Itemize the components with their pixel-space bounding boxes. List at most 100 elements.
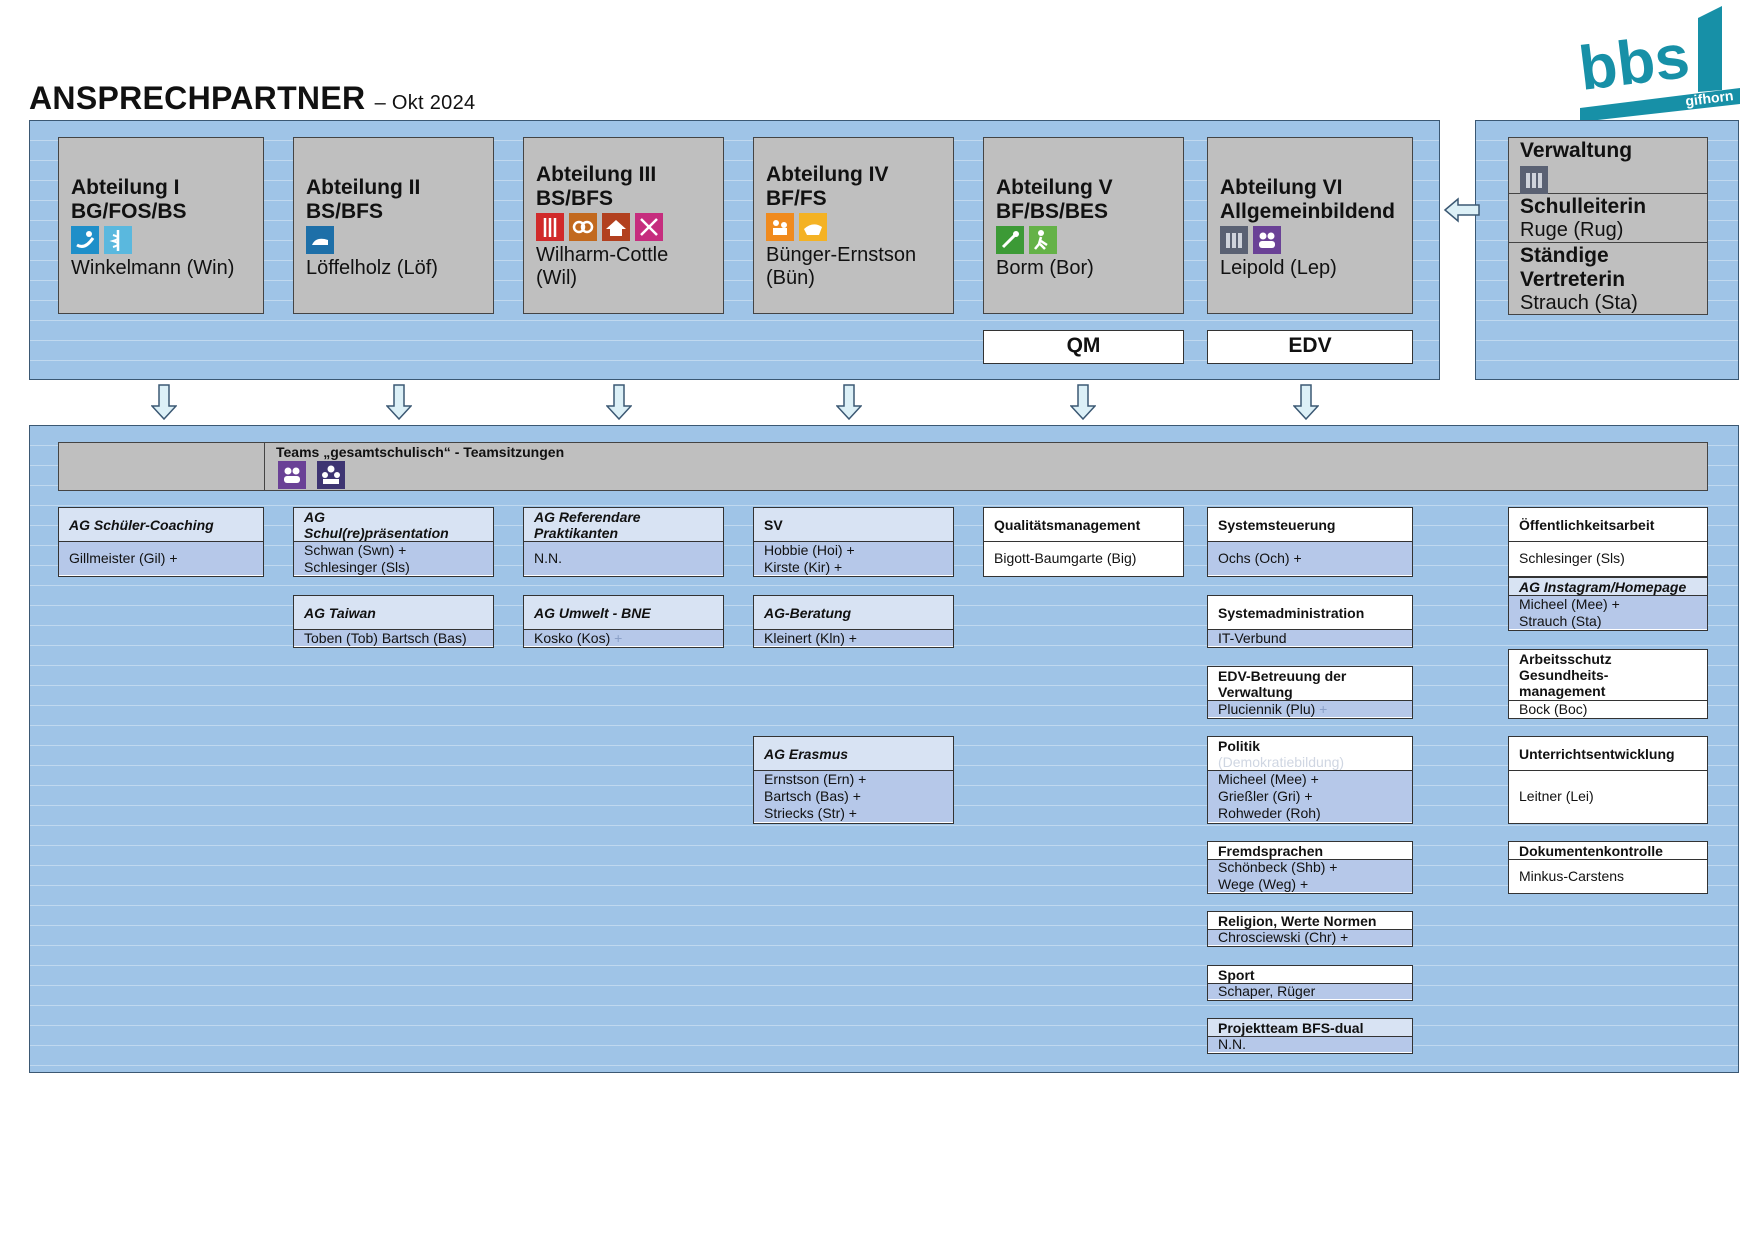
qm-box: QM (983, 330, 1184, 364)
card-line: Bock (Boc) (1519, 700, 1588, 717)
card-sport: Sport Schaper, Rüger (1207, 965, 1413, 1001)
departments-panel (29, 120, 1440, 380)
card-title: AG-Beratung (754, 596, 953, 630)
department-3: Abteilung III BS/BFS Wilharm-Cottle (Wil… (523, 137, 724, 314)
card-body: Gillmeister (Gil) + (59, 542, 263, 575)
dept-person: Leipold (Lep) (1220, 257, 1337, 279)
card-line: Gillmeister (Gil) + (69, 550, 178, 566)
card-umwelt: AG Umwelt - BNE Kosko (Kos) + (523, 595, 724, 648)
farm-icon (602, 213, 630, 241)
page-subtitle: – Okt 2024 (374, 92, 476, 114)
department-5: Abteilung V BF/BS/BES Borm (Bor) (983, 137, 1184, 314)
dept-person: Borm (Bor) (996, 257, 1094, 279)
principal-title: Schulleiterin (1520, 195, 1647, 218)
admin-principal: Schulleiterin Ruge (Rug) (1509, 194, 1707, 243)
card-line: Wege (Weg) + (1218, 876, 1309, 892)
admin-verwaltung: Verwaltung (1509, 138, 1707, 194)
arrow-down-icon (1293, 384, 1319, 420)
deputy-title: Ständige (1520, 244, 1609, 267)
card-edv-verwaltung: EDV-Betreuung der Verwaltung Pluciennik … (1207, 666, 1413, 719)
card-title: Arbeitsschutz Gesundheits- management (1509, 650, 1707, 701)
card-body: Toben (Tob) Bartsch (Bas) (294, 630, 493, 646)
logo-city: gifhorn (1684, 87, 1734, 109)
dept-person: Winkelmann (Win) (71, 257, 235, 279)
card-line: Rohweder (Roh) (1218, 805, 1321, 821)
card-title: AG Taiwan (294, 596, 493, 630)
care-icon (71, 226, 99, 254)
card-title-line-1: Arbeitsschutz (1519, 651, 1612, 667)
dept-subtitle: Allgemeinbildend (1220, 200, 1396, 223)
kids-icon (766, 213, 794, 241)
card-line: Ochs (Och) + (1218, 550, 1302, 566)
card-line: Chrosciewski (Chr) + (1218, 929, 1349, 945)
card-line: Micheel (Mee) + (1519, 595, 1620, 612)
card-title-line-3: management (1519, 683, 1606, 699)
dept-person: Wilharm-Cottle (536, 244, 669, 266)
deputy-person: Strauch (Sta) (1520, 292, 1638, 314)
card-line: Toben (Tob) Bartsch (Bas) (304, 629, 467, 646)
card-line: Bigott-Baumgarte (Big) (994, 550, 1137, 566)
dept-person-code: (Wil) (536, 267, 578, 289)
dept-title: Abteilung IV (766, 163, 889, 186)
card-title: AG Referendare Praktikanten (524, 508, 723, 542)
dept-subtitle: BS/BFS (306, 200, 384, 223)
card-title: Projektteam BFS-dual (1208, 1019, 1412, 1037)
card-systemsteuerung: Systemsteuerung Ochs (Och) + (1207, 507, 1413, 577)
card-body: Kleinert (Kln) + (754, 630, 953, 646)
card-line: Leitner (Lei) (1519, 788, 1594, 804)
card-title: SV (754, 508, 953, 542)
card-line: Kleinert (Kln) + (764, 629, 857, 646)
card-body: N.N. (1208, 1036, 1412, 1052)
card-line: IT-Verbund (1218, 629, 1287, 646)
card-line: Kosko (Kos) (534, 629, 611, 646)
dept-subtitle: BS/BFS (536, 187, 614, 210)
dept-title: Abteilung II (306, 176, 421, 199)
card-title: Unterrichtsentwicklung (1509, 737, 1707, 771)
arrow-down-icon (151, 384, 177, 420)
card-taiwan: AG Taiwan Toben (Tob) Bartsch (Bas) (293, 595, 494, 648)
dept-person-code: (Bün) (766, 267, 815, 289)
department-4: Abteilung IV BF/FS Bünger-Ernstson (Bün) (753, 137, 954, 314)
card-qualitaetsmanagement: Qualitätsmanagement Bigott-Baumgarte (Bi… (983, 507, 1184, 577)
card-line: N.N. (534, 550, 562, 566)
card-title: Politik (Demokratiebildung) (1208, 737, 1412, 771)
card-body: Chrosciewski (Chr) + (1208, 929, 1412, 945)
card-body: Ochs (Och) + (1208, 542, 1412, 575)
cleaning-icon (306, 226, 334, 254)
card-sv: SV Hobbie (Hoi) + Kirste (Kir) + (753, 507, 954, 577)
hairdresser-icon (635, 213, 663, 241)
card-title-line-2: Schul(re)präsentation (304, 524, 449, 541)
card-body: IT-Verbund (1208, 630, 1412, 646)
card-title-line-1: AG (304, 508, 325, 525)
card-line: Schlesinger (Sls) (304, 558, 410, 575)
card-line: Schwan (Swn) + (304, 541, 407, 558)
books-icon (1520, 166, 1548, 194)
card-title: AG Instagram/Homepage (1509, 578, 1707, 596)
arrow-down-icon (836, 384, 862, 420)
arrow-down-icon (386, 384, 412, 420)
card-body: Schlesinger (Sls) (1509, 542, 1707, 575)
card-line: Pluciennik (Plu) (1218, 700, 1316, 717)
card-title-line-1: EDV-Betreuung der (1218, 667, 1347, 684)
page-title-text: ANSPRECHPARTNER (29, 80, 366, 116)
card-schulrepraesentation: AG Schul(re)präsentation Schwan (Swn) + … (293, 507, 494, 577)
card-beratung: AG-Beratung Kleinert (Kln) + (753, 595, 954, 648)
dept-title: Abteilung I (71, 176, 180, 199)
card-title: Systemadministration (1208, 596, 1412, 630)
group-icon (1253, 226, 1281, 254)
card-body: Schaper, Rüger (1208, 983, 1412, 999)
card-subtitle: (Demokratiebildung) (1218, 753, 1345, 770)
card-line: Hobbie (Hoi) + (764, 541, 855, 558)
card-line: Schlesinger (Sls) (1519, 550, 1625, 566)
dept-title: Abteilung VI (1220, 176, 1343, 199)
page-title: ANSPRECHPARTNER – Okt 2024 (29, 80, 475, 117)
card-line: Strauch (Sta) (1519, 612, 1602, 629)
department-1: Abteilung I BG/FOS/BS Winkelmann (Win) (58, 137, 264, 314)
card-title: Systemsteuerung (1208, 508, 1412, 542)
card-instagram: AG Instagram/Homepage Micheel (Mee) + St… (1508, 577, 1708, 631)
card-body: Leitner (Lei) (1509, 771, 1707, 822)
card-line: Micheel (Mee) + (1218, 771, 1319, 787)
deputy-title-2: Vertreterin (1520, 268, 1626, 291)
card-religion: Religion, Werte Normen Chrosciewski (Chr… (1207, 911, 1413, 947)
card-title: Dokumentenkontrolle (1509, 842, 1707, 860)
